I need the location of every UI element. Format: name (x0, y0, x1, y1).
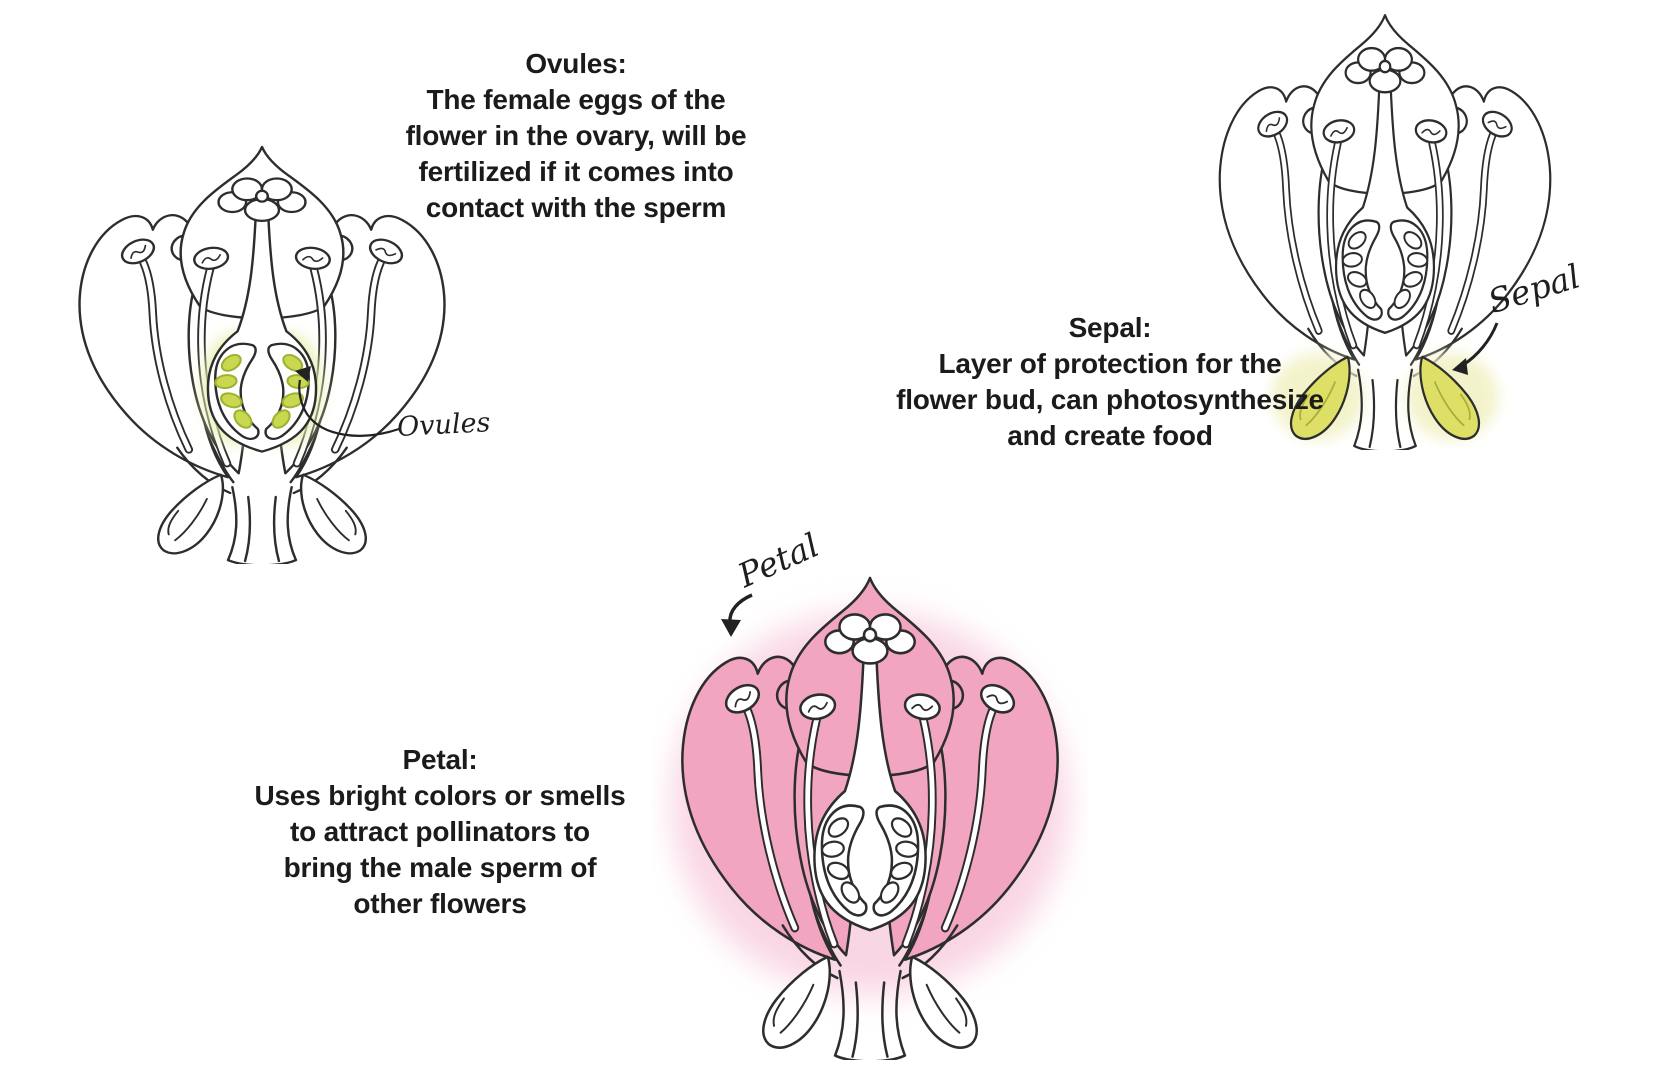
petal-caption: Petal: Uses bright colors or smells to a… (210, 742, 670, 922)
petal-description: Uses bright colors or smells to attract … (254, 780, 626, 919)
ovules-callout-label: Ovules (396, 407, 492, 443)
ovules-description: The female eggs of the flower in the ova… (405, 84, 747, 223)
flower-diagram-petal (652, 570, 1088, 1060)
ovules-caption: Ovules: The female eggs of the flower in… (346, 46, 806, 226)
petal-heading: Petal: (402, 744, 478, 775)
sepal-description: Layer of protection for the flower bud, … (896, 348, 1324, 451)
sepal-caption: Sepal: Layer of protection for the flowe… (860, 310, 1360, 454)
sepal-heading: Sepal: (1068, 312, 1152, 343)
ovules-heading: Ovules: (525, 48, 627, 79)
